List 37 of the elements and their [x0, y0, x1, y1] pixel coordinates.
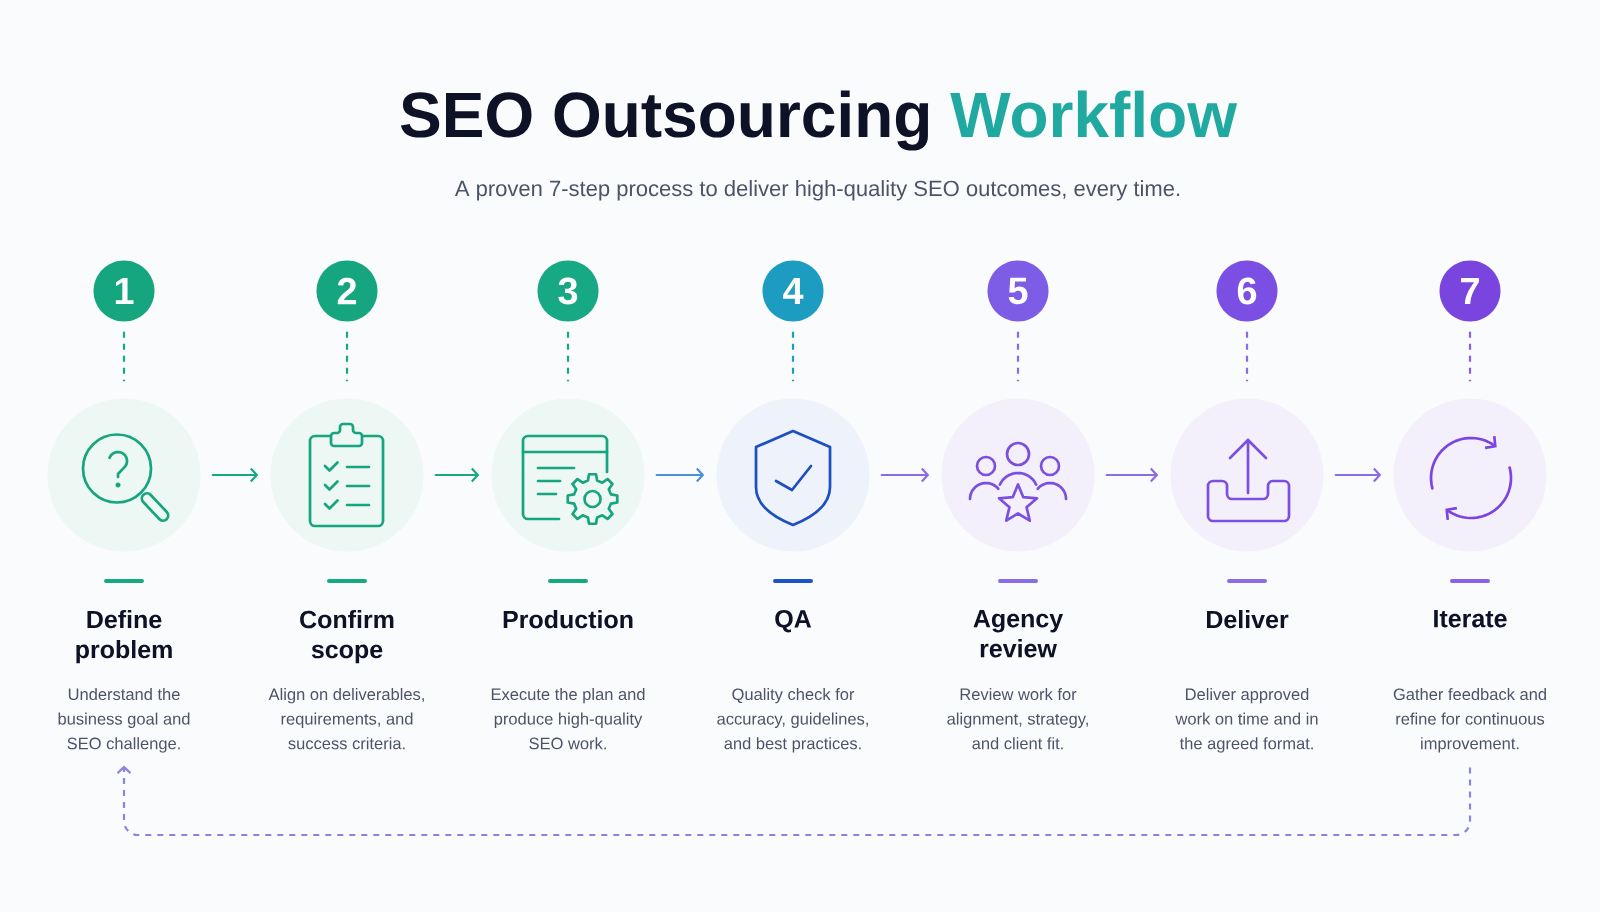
step-description: Align on deliverables, requirements, and success criteria.: [268, 688, 424, 750]
step-title: Iterate: [1434, 610, 1507, 628]
step-description: Quality check for accuracy, guidelines, and best practices.: [717, 688, 868, 753]
title: SEO Outsourcing Workflow: [400, 90, 1238, 151]
step-description: Review work for alignment, strategy, and client fit.: [947, 688, 1088, 750]
step-title: Production: [503, 610, 633, 629]
subtitle: A proven 7-step process to deliver high-quality SEO outcomes, every time.: [454, 180, 1180, 201]
icon-circle: [1170, 398, 1324, 552]
step-description: Understand the business goal and SEO challenge.: [58, 688, 190, 753]
number-badge: 1: [93, 260, 155, 322]
icon-circle: [1393, 398, 1547, 552]
step-title: Confirm scope: [300, 610, 394, 664]
icon-circle: [491, 398, 645, 552]
step-description: Execute the plan and produce high-quality SEO work.: [491, 688, 645, 750]
step-description: Gather feedback and refine for continuous improvement.: [1393, 688, 1546, 753]
step-title: Deliver: [1207, 610, 1289, 629]
arrow: [1334, 467, 1382, 483]
number-badge: 3: [537, 260, 599, 322]
icon-circle: [716, 398, 870, 552]
step-title: QA: [775, 610, 812, 633]
step-title: Define problem: [76, 610, 172, 664]
arrow: [655, 467, 705, 483]
number-badge: 2: [316, 260, 378, 322]
number-badge: 5: [987, 260, 1049, 322]
arrow: [880, 467, 930, 483]
icon-circle: [270, 398, 424, 552]
number-badge: 6: [1216, 260, 1278, 322]
number-badge: 4: [762, 260, 824, 322]
icon-circle: [47, 398, 201, 552]
step-description: Deliver approved work on time and in the agreed format.: [1175, 688, 1318, 753]
step-title: Agency review: [973, 610, 1064, 658]
arrow: [211, 467, 259, 483]
arrow: [434, 467, 480, 483]
number-badge: 7: [1439, 260, 1501, 322]
icon-circle: [941, 398, 1095, 552]
arrow: [1105, 467, 1159, 483]
arrow: [116, 765, 1472, 837]
